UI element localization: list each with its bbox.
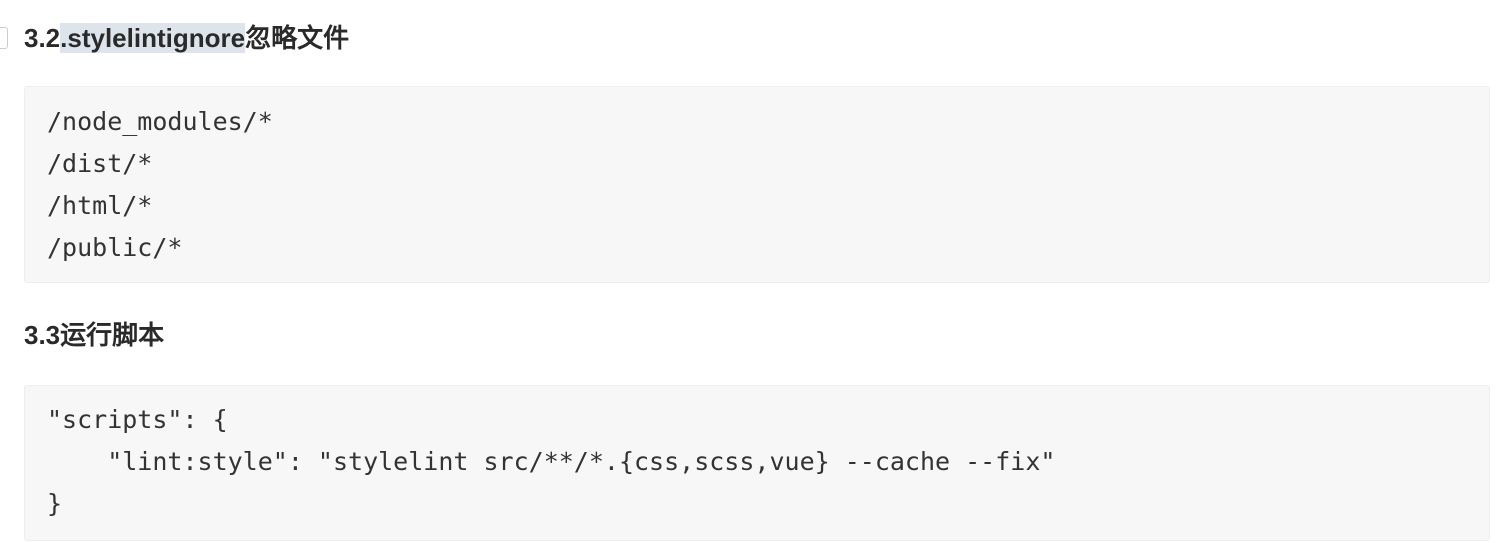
code-line: /public/* xyxy=(47,233,183,262)
heading-suffix: 忽略文件 xyxy=(245,23,350,53)
code-line: "scripts": { xyxy=(47,405,228,434)
code-line: /node_modules/* xyxy=(47,107,273,136)
section-heading-stylelintignore: 3.2.stylelintignore忽略文件 xyxy=(24,20,349,56)
code-line: /dist/* xyxy=(47,149,153,178)
code-block-ignore: /node_modules/* /dist/* /html/* /public/* xyxy=(24,86,1490,283)
code-block-scripts: "scripts": { "lint:style": "stylelint sr… xyxy=(24,385,1490,541)
selected-text: .stylelintignore xyxy=(60,23,246,53)
heading-anchor-icon xyxy=(0,27,8,49)
heading-number: 3.2 xyxy=(24,23,61,53)
code-line: "lint:style": "stylelint src/**/*.{css,s… xyxy=(47,447,1056,476)
section-heading-run-script: 3.3运行脚本 xyxy=(24,320,165,350)
code-line: } xyxy=(47,489,63,518)
code-line: /html/* xyxy=(47,191,153,220)
